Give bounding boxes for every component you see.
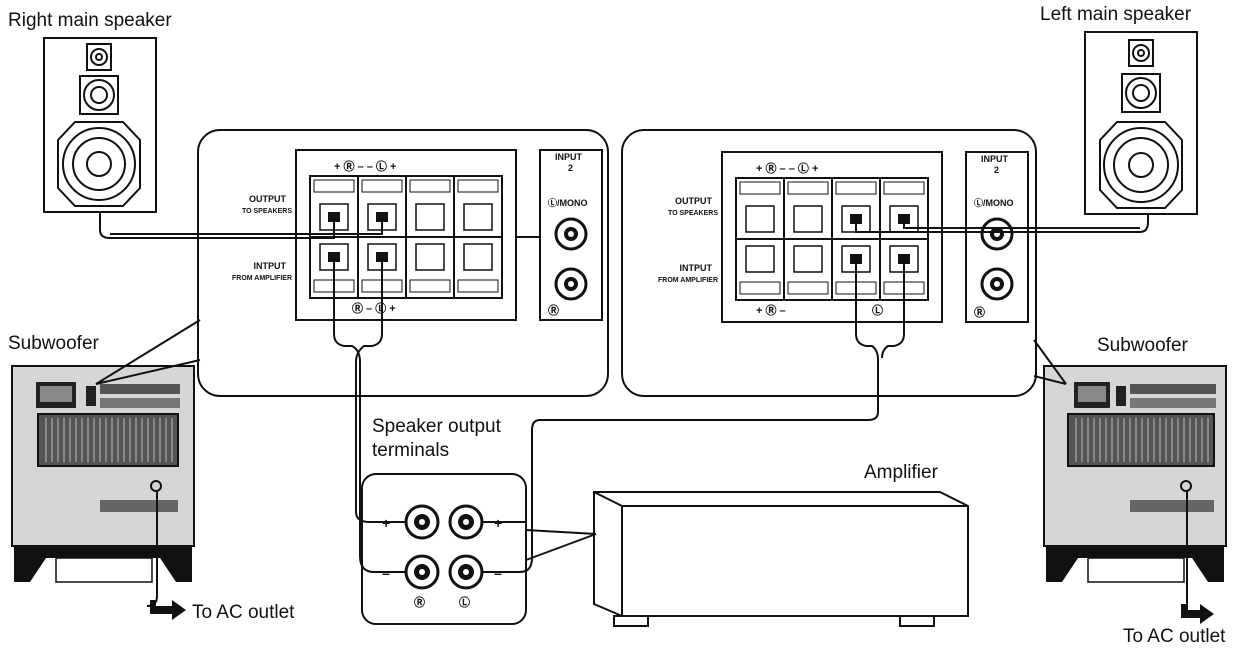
left-main-speaker bbox=[1084, 31, 1198, 215]
left-top-polarity: + Ⓡ – – Ⓛ + bbox=[334, 159, 396, 173]
subwoofer-right bbox=[1043, 365, 1227, 583]
speaker-output-terminals-label-1: Speaker output bbox=[372, 416, 502, 437]
right-r-mark: Ⓡ bbox=[974, 305, 985, 319]
terminal-l-mark: Ⓛ bbox=[459, 595, 470, 609]
right-terminal-panel bbox=[621, 129, 1037, 397]
right-main-speaker-label: Right main speaker bbox=[8, 10, 172, 31]
left-mono-label: Ⓛ/MONO bbox=[548, 197, 588, 208]
zoom-line-left-1 bbox=[95, 319, 201, 385]
terminal-r-mark: Ⓡ bbox=[414, 595, 425, 609]
right-bottom-polarity-plus: + Ⓡ – bbox=[756, 303, 786, 317]
left-output-label-1: OUTPUT bbox=[249, 194, 287, 204]
amplifier-label: Amplifier bbox=[864, 462, 939, 483]
left-input-label-1: INTPUT bbox=[254, 261, 287, 271]
right-mono-label: Ⓛ/MONO bbox=[974, 197, 1014, 208]
left-bottom-polarity: Ⓡ – Ⓛ + bbox=[352, 301, 396, 315]
right-input2-label-1: INPUT bbox=[981, 154, 1009, 164]
zoom-line-right-2 bbox=[1033, 375, 1067, 385]
left-input2-label-1: INPUT bbox=[555, 152, 583, 162]
right-bottom-l-mark: Ⓛ bbox=[872, 303, 883, 317]
subwoofer-right-label: Subwoofer bbox=[1097, 335, 1189, 356]
left-r-mark: Ⓡ bbox=[548, 303, 559, 317]
right-output-label-2: TO SPEAKERS bbox=[668, 210, 718, 217]
zoom-line-right-1 bbox=[1033, 339, 1067, 385]
right-main-speaker bbox=[43, 37, 157, 213]
speaker-wires bbox=[99, 212, 1149, 573]
subwoofer-left-label: Subwoofer bbox=[8, 333, 100, 354]
left-input-label-2: FROM AMPLIFIER bbox=[232, 275, 292, 282]
left-input2-label-2: 2 bbox=[568, 163, 573, 173]
left-output-label-2: TO SPEAKERS bbox=[242, 208, 292, 215]
amplifier bbox=[593, 491, 969, 627]
right-input-label-2: FROM AMPLIFIER bbox=[658, 277, 718, 284]
right-output-label-1: OUTPUT bbox=[675, 196, 713, 206]
arrow-right-icon bbox=[150, 600, 186, 620]
zoom-line-left-2 bbox=[95, 359, 201, 385]
amp-zoom-line-2 bbox=[525, 533, 597, 561]
to-ac-outlet-right-label: To AC outlet bbox=[1123, 626, 1226, 647]
speaker-output-terminals-label-2: terminals bbox=[372, 440, 449, 461]
to-ac-outlet-left-label: To AC outlet bbox=[192, 602, 295, 623]
subwoofer-left bbox=[11, 365, 195, 583]
right-top-polarity: + Ⓡ – – Ⓛ + bbox=[756, 161, 818, 175]
right-input2-label-2: 2 bbox=[994, 165, 999, 175]
amplifier-speaker-terminals bbox=[361, 473, 527, 625]
amp-zoom-line-1 bbox=[525, 529, 597, 535]
arrow-right-icon bbox=[1181, 604, 1214, 624]
right-input-label-1: INTPUT bbox=[680, 263, 713, 273]
left-main-speaker-label: Left main speaker bbox=[1040, 4, 1192, 25]
